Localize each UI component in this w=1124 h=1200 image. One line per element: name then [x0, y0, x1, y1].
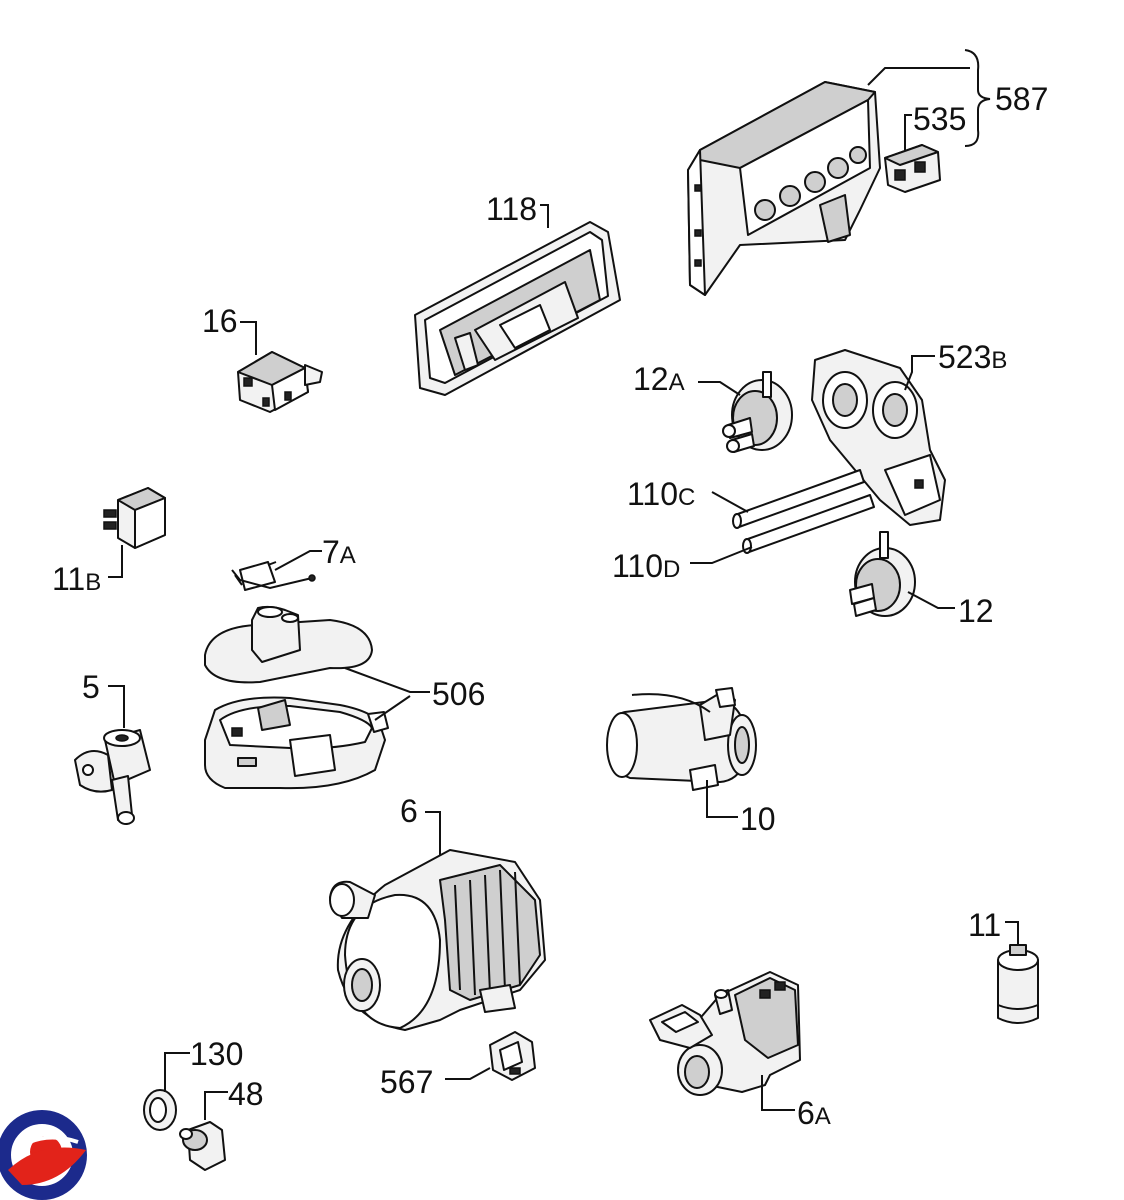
callout-16: 16	[202, 303, 238, 339]
pressure-bracket-illustration	[811, 349, 946, 526]
callout-506: 506	[432, 676, 485, 712]
callout-567: 567	[380, 1064, 433, 1100]
callout-5: 5	[82, 669, 100, 705]
o-ring-illustration	[143, 1089, 177, 1131]
brand-logo	[0, 1110, 87, 1200]
callout-6a: 6A	[797, 1095, 831, 1131]
callout-6: 6	[400, 793, 418, 829]
callout-7a: 7A	[322, 534, 356, 570]
drain-pump-illustration	[649, 971, 801, 1096]
inlet-valve-illustration	[74, 729, 151, 825]
callout-11b: 11B	[52, 561, 101, 597]
heater-illustration	[606, 687, 757, 791]
callout-11: 11	[968, 907, 1001, 943]
pressure-switch-illustration	[849, 531, 916, 617]
callout-523b: 523B	[938, 339, 1007, 375]
callout-48: 48	[228, 1076, 264, 1112]
callout-12a: 12A	[633, 361, 685, 397]
connector-block-illustration	[884, 144, 941, 193]
relay-illustration	[103, 487, 166, 549]
clip-illustration	[489, 1031, 536, 1081]
callout-130: 130	[190, 1036, 243, 1072]
pressure-switch-a-illustration	[722, 371, 793, 453]
callout-118: 118	[486, 191, 537, 227]
callout-110c: 110C	[627, 476, 695, 512]
circulation-pump-illustration	[329, 849, 546, 1031]
control-module-illustration	[687, 81, 881, 296]
callout-10: 10	[740, 801, 776, 837]
callout-110d: 110D	[612, 548, 680, 584]
callout-535: 535	[913, 101, 966, 137]
callout-587: 587	[995, 81, 1048, 117]
capacitor-illustration	[997, 944, 1039, 1024]
hoses-illustration	[732, 469, 875, 554]
callout-12: 12	[958, 593, 994, 629]
door-switch-illustration	[237, 351, 323, 413]
cover-set-illustration	[204, 605, 389, 790]
plug-illustration	[179, 1121, 226, 1171]
sensor-illustration	[231, 561, 316, 591]
display-panel-illustration	[414, 221, 621, 396]
